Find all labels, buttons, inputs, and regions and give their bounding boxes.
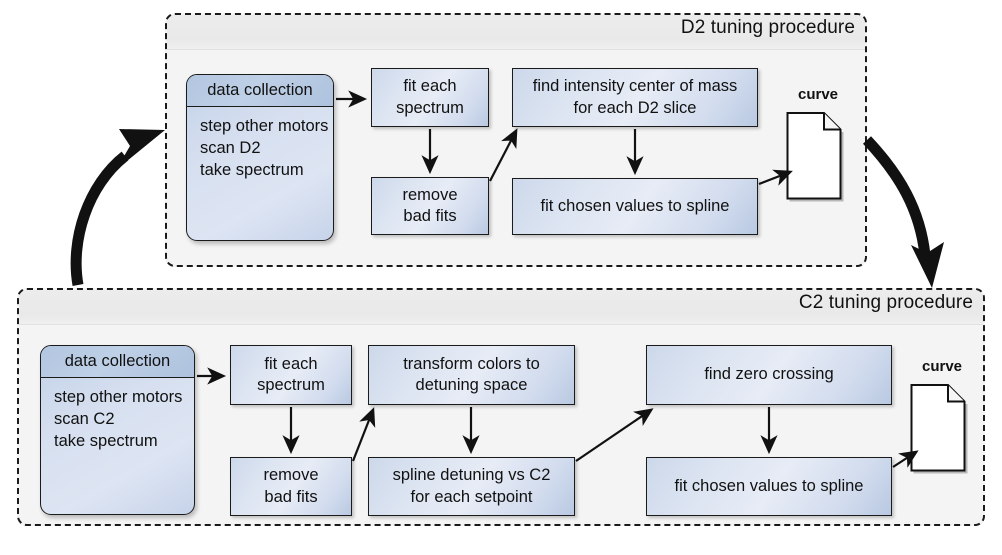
c2-data-collection-body: step other motors scan C2 take spectrum [41,378,194,453]
c2-step-fit-chosen-values-to-spline[interactable]: fit chosen values to spline [646,457,892,516]
panel-d2-header-band [167,15,865,50]
d2-data-collection-node[interactable]: data collection step other motors scan D… [186,74,334,241]
d2-collect-line-3: take spectrum [200,160,304,179]
d2-collect-line-2: scan D2 [200,138,261,157]
d2-curve-output: curve [784,86,852,204]
d2-curve-label: curve [797,86,839,103]
d2-data-collection-header: data collection [187,75,333,107]
panel-d2-title: D2 tuning procedure [680,17,855,38]
c2-collect-line-2: scan C2 [54,409,115,428]
panel-c2-title: C2 tuning procedure [798,292,973,313]
c2-collect-line-3: take spectrum [54,431,158,450]
c2-collect-line-1: step other motors [54,388,183,406]
d2-step-fit-chosen-values-to-spline[interactable]: fit chosen values to spline [512,178,758,235]
c2-step-fit-chosen-values-label: fit chosen values to spline [674,476,864,495]
c2-step-find-zero-crossing-label: find zero crossing [704,365,834,384]
connector-c2-to-d2-head [116,129,165,170]
c2-step-find-zero-crossing[interactable]: find zero crossing [646,345,892,405]
d2-step-fit-chosen-values-label: fit chosen values to spline [540,196,730,215]
c2-curve-output: curve [908,358,976,476]
connector-d2-to-c2-head [911,242,944,288]
connector-c2-to-d2 [70,151,129,286]
document-icon [908,380,972,481]
connector-d2-to-c2 [862,136,931,256]
c2-data-collection-header: data collection [41,346,194,378]
panel-c2-header-band [19,290,983,325]
d2-collect-line-1: step other motors [200,117,329,135]
d2-data-collection-body: step other motors scan D2 take spectrum [187,107,333,182]
c2-data-collection-node[interactable]: data collection step other motors scan C… [40,345,195,515]
c2-curve-label: curve [921,358,963,375]
document-icon [784,108,848,209]
